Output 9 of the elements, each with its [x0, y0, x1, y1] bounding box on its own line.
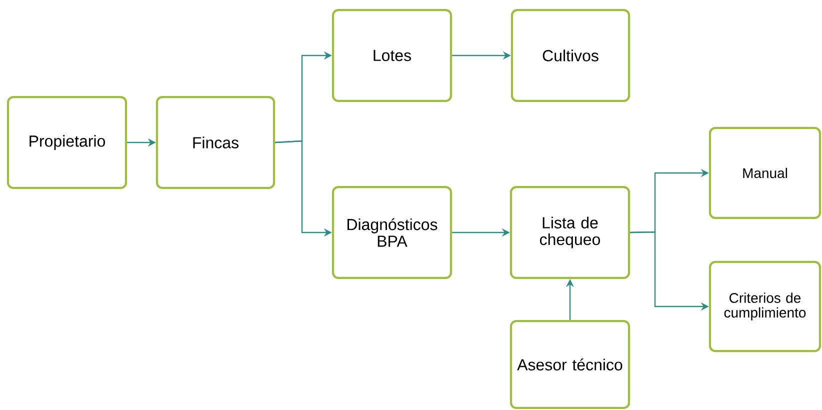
process-box: Diagnósticos BPA: [332, 186, 452, 280]
process-box: Manual: [708, 126, 822, 220]
process-box: Cultivos: [510, 8, 630, 102]
process-box: Fincas: [156, 96, 276, 190]
process-box: Criterios de cumplimiento: [708, 260, 822, 352]
process-box: Lotes: [332, 8, 452, 102]
process-box: Lista de chequeo: [510, 186, 630, 280]
process-box: Asesor técnico: [510, 320, 630, 410]
process-box: Propietario: [6, 96, 128, 190]
